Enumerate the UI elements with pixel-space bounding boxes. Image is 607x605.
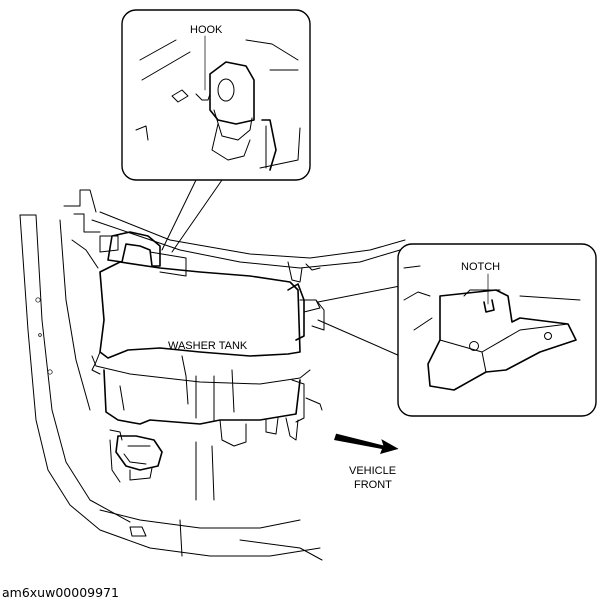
washer-tank (91, 231, 325, 481)
notch-label: NOTCH (461, 261, 500, 273)
hook-detail-inset: HOOK (121, 9, 311, 253)
washer-tank-label: WASHER TANK (168, 340, 248, 352)
vehicle-front-indicator: VEHICLE FRONT (334, 433, 399, 491)
vehicle-front-arrow (334, 434, 398, 454)
hook-label: HOOK (190, 24, 223, 36)
notch-detail-inset: NOTCH (317, 243, 597, 417)
figure-code: am6xuw00009971 (2, 585, 119, 600)
vehicle-front-arrow-shadow (335, 433, 399, 450)
vehicle-front-label-line1: VEHICLE (349, 465, 396, 477)
vehicle-front-label-line2: FRONT (354, 479, 392, 491)
fender-body-outline (19, 189, 406, 561)
